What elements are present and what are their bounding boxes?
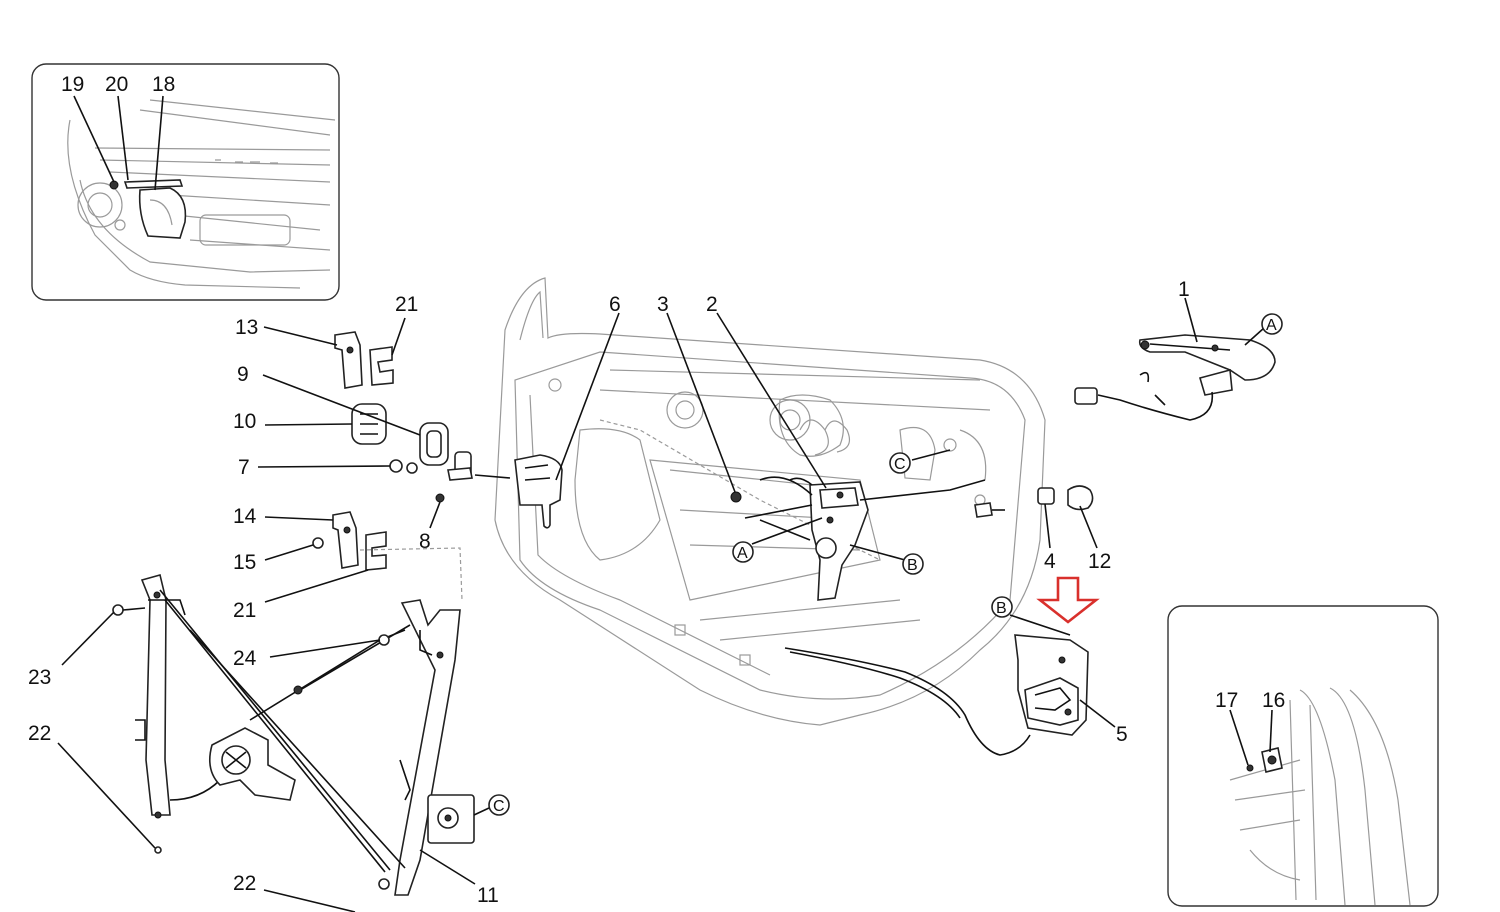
callout-10: 10 bbox=[233, 410, 256, 433]
callout-19: 19 bbox=[61, 73, 84, 96]
callout-5: 5 bbox=[1116, 723, 1128, 746]
outer-door-handle bbox=[1074, 334, 1276, 421]
callout-8: 8 bbox=[419, 530, 431, 553]
ref-C-regulator: C bbox=[473, 794, 510, 816]
plug-4-12 bbox=[974, 485, 1094, 518]
svg-text:B: B bbox=[996, 600, 1007, 617]
callout-7: 7 bbox=[238, 456, 250, 479]
bracket-13 bbox=[334, 331, 394, 389]
callout-21-top: 21 bbox=[395, 293, 418, 316]
callout-3: 3 bbox=[657, 293, 669, 316]
ref-B-latch: B bbox=[991, 596, 1013, 618]
callout-15: 15 bbox=[233, 551, 256, 574]
svg-text:A: A bbox=[737, 545, 748, 562]
callout-12: 12 bbox=[1088, 550, 1111, 573]
inset-interior-door: 19 20 18 bbox=[31, 63, 340, 301]
callout-14: 14 bbox=[233, 505, 257, 528]
washers-7 bbox=[389, 459, 511, 503]
ref-A-lock: A bbox=[732, 541, 754, 563]
callout-24: 24 bbox=[233, 647, 257, 670]
callout-18: 18 bbox=[152, 73, 175, 96]
callout-9: 9 bbox=[237, 363, 249, 386]
callout-6: 6 bbox=[609, 293, 621, 316]
ref-B-lock: B bbox=[902, 553, 924, 575]
window-regulator bbox=[112, 574, 475, 896]
callout-21-bottom: 21 bbox=[233, 599, 256, 622]
inset-hinge-detail: 17 16 bbox=[1167, 605, 1439, 907]
callout-11: 11 bbox=[477, 884, 499, 907]
pads-9-10 bbox=[351, 403, 449, 466]
svg-text:C: C bbox=[894, 456, 906, 473]
door-latch-5 bbox=[784, 614, 1089, 756]
leader-lines bbox=[57, 297, 1265, 912]
callout-22-left: 22 bbox=[28, 722, 51, 745]
callout-13: 13 bbox=[235, 316, 258, 339]
svg-text:A: A bbox=[1266, 317, 1277, 334]
callout-1: 1 bbox=[1178, 278, 1190, 301]
callout-4: 4 bbox=[1044, 550, 1056, 573]
callout-22-bottom: 22 bbox=[233, 872, 256, 895]
highlight-arrow-icon bbox=[1036, 576, 1100, 624]
ref-A-handle: A bbox=[1261, 313, 1283, 335]
callout-20: 20 bbox=[105, 73, 128, 96]
callout-16: 16 bbox=[1262, 689, 1285, 712]
svg-text:B: B bbox=[907, 557, 918, 574]
svg-text:C: C bbox=[493, 798, 505, 815]
door-check-strap bbox=[454, 451, 563, 529]
door-shell bbox=[494, 277, 1046, 726]
callout-23: 23 bbox=[28, 666, 51, 689]
bracket-14 bbox=[312, 511, 463, 601]
callout-2: 2 bbox=[706, 293, 718, 316]
ref-C-door: C bbox=[889, 452, 911, 474]
door-lock-mechanism bbox=[730, 476, 986, 601]
callout-17: 17 bbox=[1215, 689, 1238, 712]
